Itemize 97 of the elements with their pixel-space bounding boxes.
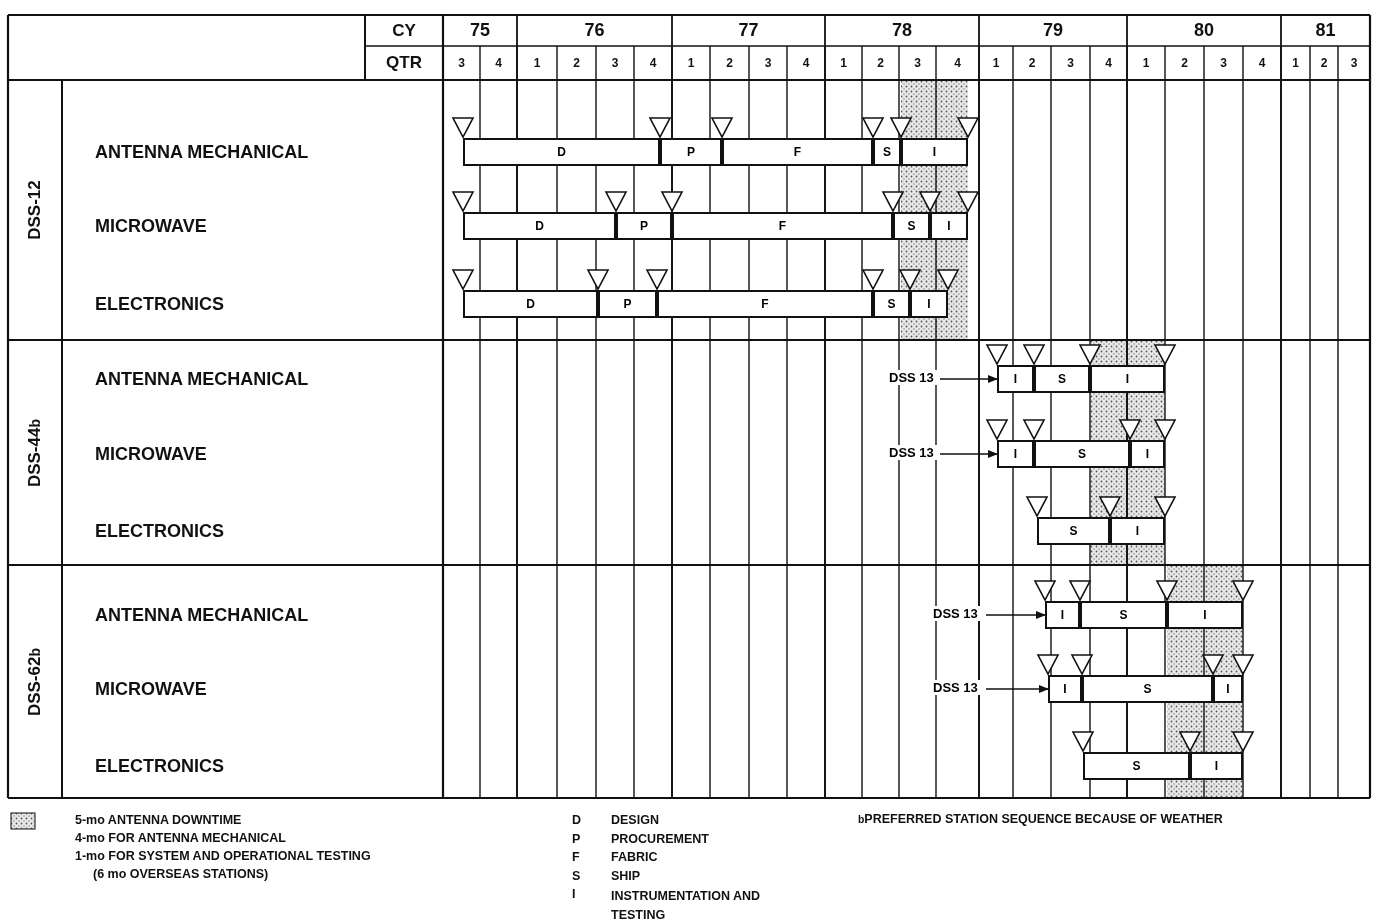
phase-bar-segment: S <box>1037 517 1110 545</box>
phase-bar-segment: S <box>1082 675 1213 703</box>
subsystem-label: ANTENNA MECHANICAL <box>95 140 309 164</box>
phase-bar-segment: I <box>1213 675 1243 703</box>
quarter-header: 1 <box>839 55 848 72</box>
year-header: 79 <box>1042 19 1064 42</box>
quarter-header: 2 <box>876 55 885 72</box>
column-header: CY <box>391 19 417 42</box>
phase-bar-segment: S <box>873 290 910 318</box>
quarter-header: 2 <box>572 55 581 72</box>
key-description: SHIP <box>611 868 641 883</box>
phase-bar-segment: I <box>1190 752 1243 780</box>
arrow <box>985 611 1046 619</box>
year-header: 80 <box>1193 19 1215 42</box>
quarter-header: 3 <box>610 55 620 72</box>
phase-bar-segment: F <box>722 138 873 166</box>
subsystem-label: MICROWAVE <box>95 214 207 238</box>
quarter-header: 4 <box>801 55 811 72</box>
key-letter: I <box>572 887 576 901</box>
phase-bar-segment: I <box>901 138 968 166</box>
quarter-header: 2 <box>725 55 734 72</box>
quarter-header: 4 <box>494 55 503 72</box>
quarter-header: 2 <box>1027 55 1037 72</box>
arrow <box>985 685 1049 693</box>
year-header: 78 <box>891 19 913 42</box>
phase-bar-segment: I <box>930 212 968 240</box>
phase-bar-segment: S <box>1083 752 1190 780</box>
phase-bar-segment: P <box>598 290 657 318</box>
arrow <box>939 450 998 458</box>
key-description: INSTRUMENTATION AND TESTING <box>611 888 762 922</box>
phase-bar-segment: I <box>1090 365 1165 393</box>
phase-bar-segment: I <box>910 290 948 318</box>
source-station-label: DSS 13 <box>930 606 981 621</box>
subsystem-label: MICROWAVE <box>95 442 207 466</box>
legend-note: (6 mo OVERSEAS STATIONS) <box>93 867 269 881</box>
year-header: 81 <box>1314 19 1337 42</box>
legend-note: 1-mo FOR SYSTEM AND OPERATIONAL TESTING <box>75 849 371 863</box>
subsystem-label: ANTENNA MECHANICAL <box>95 603 309 627</box>
quarter-header: 3 <box>913 55 922 72</box>
key-description: PROCUREMENT <box>611 831 709 846</box>
quarter-header: 1 <box>1141 55 1151 72</box>
phase-bar-segment: I <box>1130 440 1165 468</box>
quarter-header: 4 <box>648 55 658 72</box>
phase-bar-segment: I <box>1048 675 1082 703</box>
source-station-label: DSS 13 <box>930 680 981 695</box>
key-letter: P <box>572 831 581 846</box>
quarter-header: 1 <box>532 55 542 72</box>
phase-bar-segment: I <box>1167 601 1243 629</box>
phase-bar-segment: S <box>873 138 901 166</box>
quarter-header: 4 <box>953 55 962 72</box>
quarter-header: 2 <box>1319 55 1329 72</box>
phase-bar-segment: S <box>1034 440 1130 468</box>
phase-bar-segment: P <box>616 212 672 240</box>
phase-bar-segment: F <box>672 212 893 240</box>
phase-bar-segment: P <box>660 138 722 166</box>
subsystem-label: ELECTRONICS <box>95 519 224 543</box>
subsystem-label: ELECTRONICS <box>95 754 224 778</box>
phase-bar-segment: S <box>893 212 930 240</box>
phase-bar-segment: D <box>463 290 598 318</box>
subsystem-label: ELECTRONICS <box>95 292 224 316</box>
phase-bar-segment: I <box>1045 601 1080 629</box>
quarter-header: 2 <box>1180 55 1189 72</box>
phase-bar-segment: I <box>997 440 1034 468</box>
quarter-header: 3 <box>457 55 466 72</box>
quarter-header: 1 <box>686 55 696 72</box>
legend-text: 5-mo ANTENNA DOWNTIME <box>75 813 242 827</box>
subsystem-label: ANTENNA MECHANICAL <box>95 367 309 391</box>
quarter-header: 3 <box>1219 55 1228 72</box>
subsystem-label: MICROWAVE <box>95 677 207 701</box>
column-header: QTR <box>385 52 423 74</box>
phase-bar-segment: D <box>463 138 660 166</box>
quarter-header: 1 <box>1291 55 1300 72</box>
phase-bar-segment: F <box>657 290 873 318</box>
year-header: 76 <box>583 19 606 42</box>
phase-bar-segment: I <box>1110 517 1165 545</box>
key-description: DESIGN <box>611 813 659 827</box>
quarter-header: 4 <box>1257 55 1267 72</box>
phase-bar-segment: D <box>463 212 616 240</box>
key-letter: F <box>572 850 580 864</box>
arrow <box>939 375 998 383</box>
quarter-header: 3 <box>1349 55 1359 72</box>
quarter-header: 3 <box>1066 55 1075 72</box>
phase-bar-segment: S <box>1080 601 1167 629</box>
year-header: 75 <box>469 19 491 42</box>
quarter-header: 3 <box>763 55 773 72</box>
station-label: DSS-12 <box>24 179 45 242</box>
source-station-label: DSS 13 <box>886 370 937 385</box>
source-station-label: DSS 13 <box>886 445 937 460</box>
phase-bar-segment: S <box>1034 365 1090 393</box>
key-letter: D <box>572 813 582 827</box>
key-letter: S <box>572 868 581 883</box>
legend-note: 4-mo FOR ANTENNA MECHANICAL <box>75 831 286 845</box>
quarter-header: 1 <box>991 55 1001 72</box>
year-header: 77 <box>737 19 760 42</box>
key-description: FABRIC <box>611 850 658 864</box>
quarter-header: 4 <box>1104 55 1113 72</box>
phase-bar-segment: I <box>997 365 1034 393</box>
